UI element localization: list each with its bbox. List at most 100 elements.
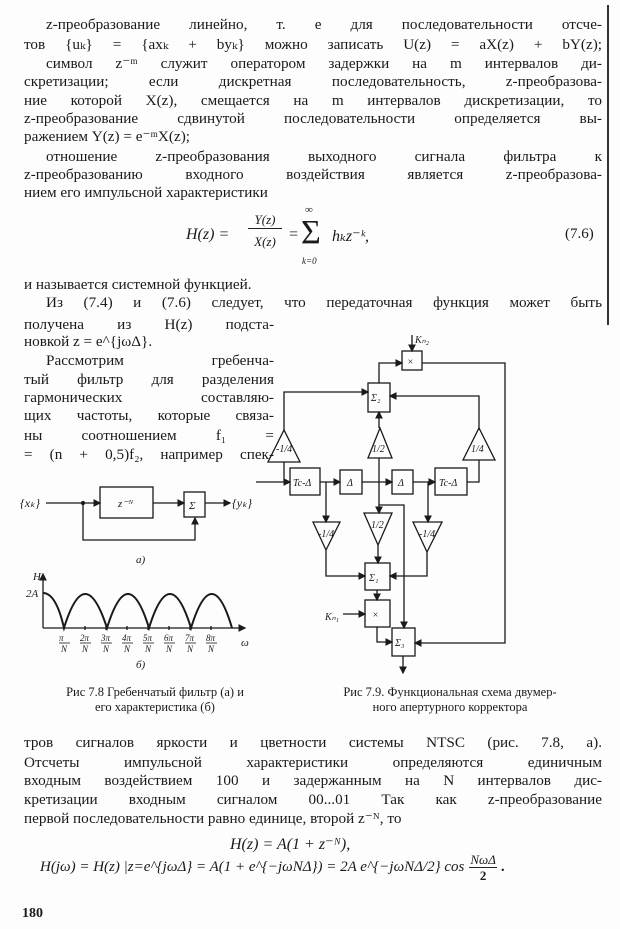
caption-line: Рис 7.8 Гребенчатый фильтр (а) и: [66, 685, 244, 699]
kn1-label: Kₙ₁: [324, 612, 339, 623]
eq-sign: =: [288, 226, 299, 243]
x-tick-label: 4π: [122, 633, 132, 643]
text-line: Отсчеты импульсной характеристики опреде…: [24, 754, 602, 771]
x-tick-denominator: N: [102, 644, 110, 654]
sum-icon: Σ: [301, 214, 321, 251]
eq-frac-den: 2: [479, 868, 487, 883]
text-line: Рассмотрим гребенча-: [46, 352, 274, 369]
gain-label: -1/4: [419, 529, 435, 540]
text-line: и называется системной функцией.: [24, 276, 252, 293]
text-line: ние которой X(z), смещается на m интерва…: [24, 92, 602, 109]
sigma2-label: Σ₂: [370, 393, 381, 404]
gain-label: -1/4: [276, 444, 292, 455]
text-line-content: z-преобразование линейно, т. е для после…: [46, 16, 602, 33]
sum-label: Σ: [188, 500, 196, 512]
x-tick-label: 7π: [185, 633, 195, 643]
kn2-label: Kₙ₂: [414, 335, 430, 346]
x-tick-label: π: [59, 633, 64, 643]
text-line: нием его импульсной характеристики: [24, 184, 268, 201]
input-label: {xₖ}: [20, 496, 40, 510]
figure-7-9-caption: Рис 7.9. Функциональная схема двумер- но…: [300, 685, 600, 715]
text-line: z-преобразование сдвинутой последователь…: [24, 110, 602, 127]
text-line: щих частоты, которые связа-: [24, 407, 274, 424]
x-tick-denominator: N: [81, 644, 89, 654]
label-b: б): [136, 659, 146, 671]
x-tick-denominator: N: [165, 644, 173, 654]
x-tick-denominator: N: [186, 644, 194, 654]
text-line: z-преобразованию входного воздействия яв…: [24, 166, 602, 183]
caption-line: Рис 7.9. Функциональная схема двумер-: [343, 685, 557, 699]
x-tick-label: 3π: [100, 633, 111, 643]
text-line: отношение z-преобразования выходного сиг…: [46, 148, 602, 165]
figure-7-8-caption: Рис 7.8 Гребенчатый фильтр (а) и его хар…: [20, 685, 290, 715]
y-axis-label: H: [32, 571, 42, 583]
equation-hjw-row: H(jω) = H(z) |z=e^{jωΔ} = A(1 + e^{−jωNΔ…: [40, 852, 505, 883]
gain-label: 1/2: [371, 520, 384, 531]
x-tick-label: 8π: [206, 633, 216, 643]
figure-7-8a-comb-filter: {xₖ} z⁻ᴺ Σ {yₖ} а): [20, 486, 252, 566]
gain-half-top: [367, 426, 393, 459]
gain-label: 1/4: [471, 444, 484, 455]
page-edge: [607, 5, 609, 325]
x-tick-denominator: N: [207, 644, 215, 654]
x-tick-denominator: N: [123, 644, 131, 654]
text-line: первой последовательности равно единице,…: [24, 810, 402, 827]
x-tick-denominator: N: [60, 644, 68, 654]
eq-end: .: [500, 859, 505, 875]
sum-upper: ∞: [305, 204, 313, 216]
x-tick-label: 6π: [164, 633, 174, 643]
y-tick-label: 2A: [26, 588, 39, 600]
text-line: = (n + 0,5)f₂, например спек-: [24, 446, 274, 463]
equation-number: (7.6): [565, 226, 594, 242]
caption-line: его характеристика (б): [95, 700, 215, 714]
text-line: новкой z = e^{jωΔ}.: [24, 333, 153, 350]
text-line: ны соотношением f₁ =: [24, 427, 274, 444]
equation-hz: H(z) = A(1 + z⁻ᴺ),: [230, 836, 351, 853]
page-number: 180: [22, 906, 43, 921]
text-line: тров сигналов яркости и цветности систем…: [24, 734, 602, 751]
delay-label: z⁻ᴺ: [117, 498, 134, 510]
eq-lhs: H(z) =: [186, 226, 230, 243]
label-a: а): [136, 554, 146, 566]
text-line: тов {uₖ} = {axₖ + byₖ} можно записать U(…: [24, 36, 602, 53]
sigma3-label: Σ₃: [394, 638, 405, 649]
eq-numerator: Y(z): [248, 212, 282, 229]
figure-7-9-aperture-corrector: Kₙ₂ × Σ₂ -1/4 1/2 1/4 Tc-Δ Δ: [256, 335, 506, 675]
eq-denominator: X(z): [254, 234, 276, 249]
equation-hjw: H(jω) = H(z) |z=e^{jωΔ} = A(1 + e^{−jωNΔ…: [40, 859, 465, 875]
gain-neg-quarter-right: [411, 521, 444, 554]
x-tick-label: 5π: [143, 633, 153, 643]
text-line: получена из H(z) подста-: [24, 316, 274, 333]
text-line: ражением Y(z) = e⁻ᵐX(z);: [24, 128, 190, 145]
text-line: Из (7.4) и (7.6) следует, что передаточн…: [46, 294, 602, 311]
eq-frac-num: NωΔ: [469, 852, 497, 868]
mult-label: ×: [372, 610, 379, 621]
text-line: гармонических составляю-: [24, 389, 274, 406]
sum-lower: k=0: [302, 256, 317, 266]
gain-label: -1/4: [318, 529, 334, 540]
text-line: входным воздействием 100 и задержанным н…: [24, 772, 602, 789]
response-curve: [42, 592, 233, 632]
text-line: тый фильтр для разделения: [24, 371, 274, 388]
block-label: Δ: [397, 478, 404, 489]
block-label: Tc-Δ: [293, 478, 311, 489]
gain-neg-quarter-left: [311, 521, 342, 552]
text-line: скретизации; если дискретная последовате…: [24, 73, 602, 90]
x-axis-label: ω: [241, 637, 249, 649]
mult-label: ×: [407, 357, 414, 368]
gain-half-bottom: [363, 512, 393, 547]
eq-term: hₖz⁻ᵏ,: [332, 228, 370, 245]
x-tick-denominator: N: [144, 644, 152, 654]
sigma1-label: Σ₁: [368, 573, 378, 584]
text-line: символ z⁻ᵐ служит оператором задержки на…: [46, 55, 602, 72]
eq-fraction: NωΔ 2: [469, 852, 497, 883]
caption-line: ного апертурного корректора: [372, 700, 528, 714]
text-line: z-преобразование линейно, т. е для после…: [24, 16, 602, 34]
gain-label: 1/2: [372, 444, 385, 455]
output-label: {yₖ}: [232, 496, 252, 510]
text-line: кретизации входным сигналом 00...01 Так …: [24, 791, 602, 808]
